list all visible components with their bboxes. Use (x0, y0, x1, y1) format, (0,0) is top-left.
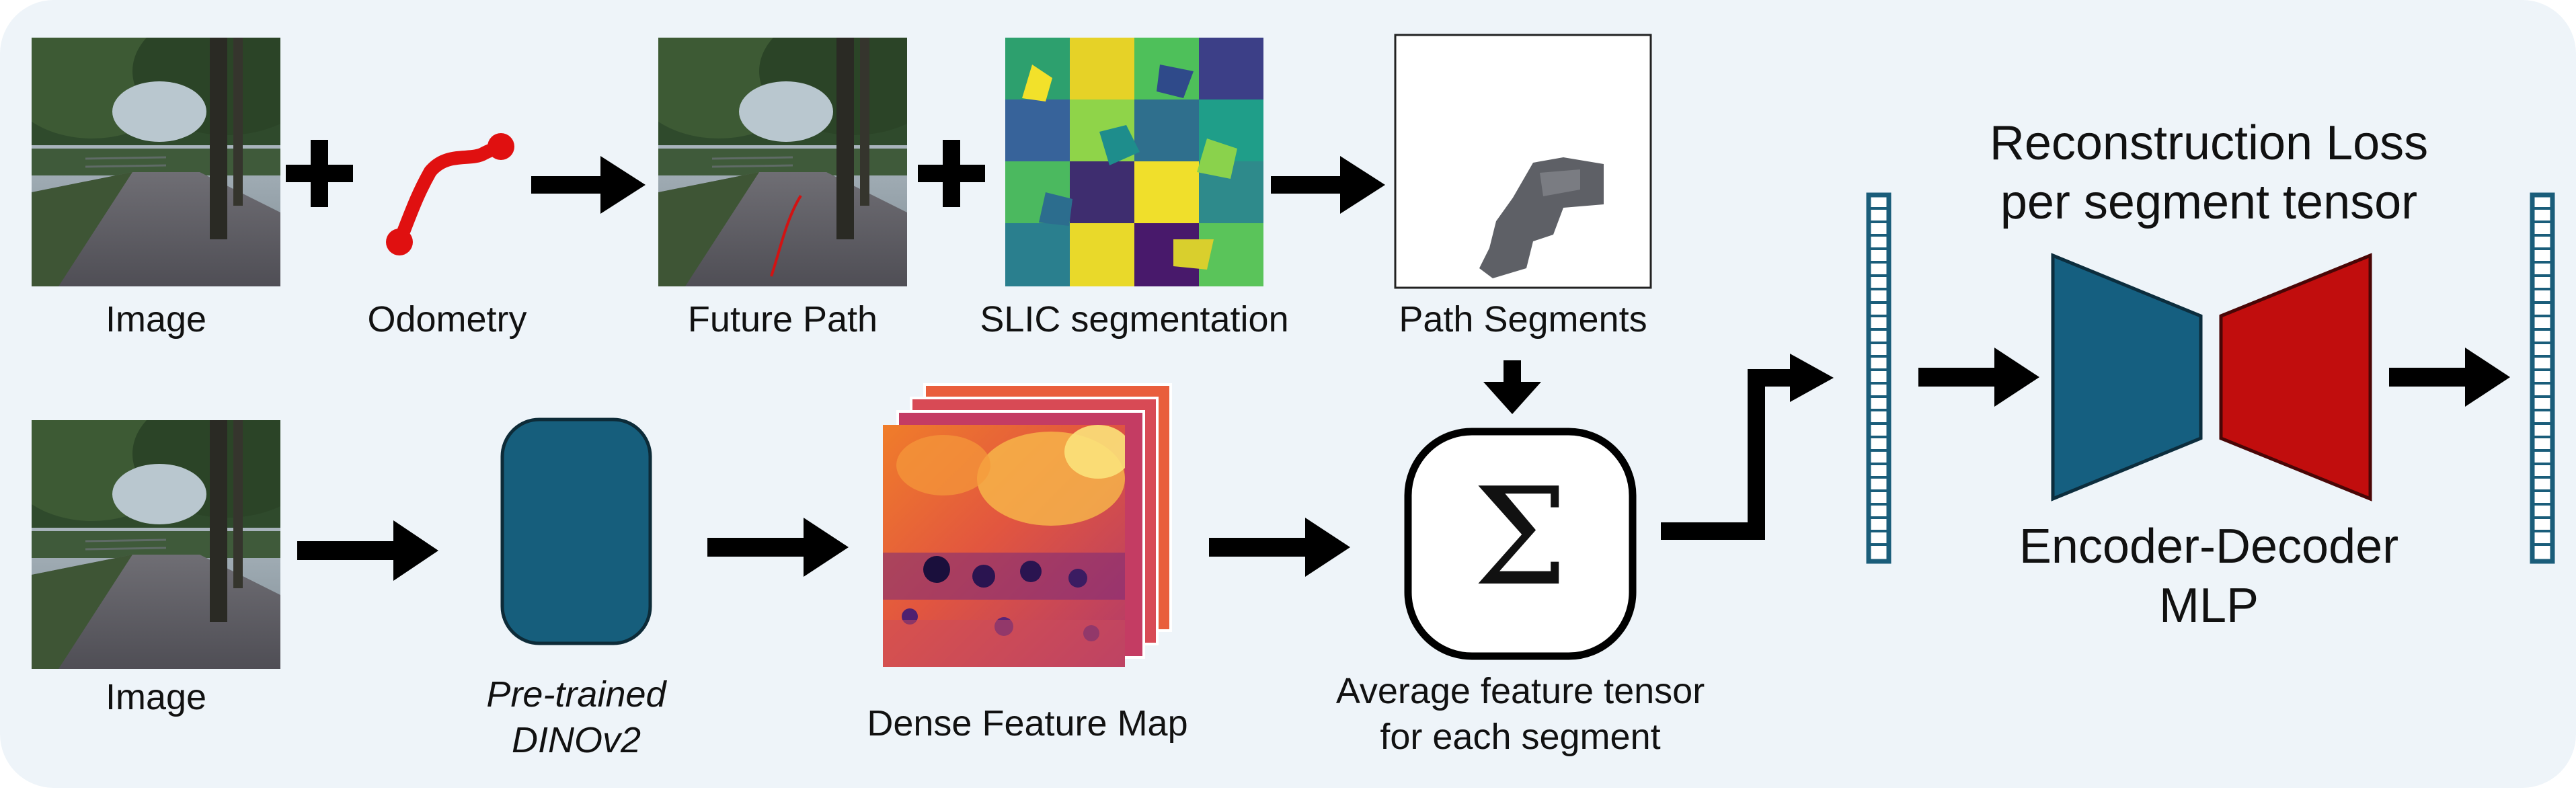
arrow-right-icon (2389, 348, 2510, 407)
label-reconstruction-line2: per segment tensor (2000, 175, 2418, 229)
path-segments-thumbnail (1394, 34, 1652, 289)
future-path-thumbnail (658, 38, 907, 286)
label-encoder-decoder: Encoder-Decoder MLP (1910, 518, 2508, 636)
label-odometry: Odometry (367, 299, 527, 339)
label-path-segments: Path Segments (1399, 299, 1647, 339)
arrow-right-icon (1918, 348, 2039, 407)
summation-box (1404, 428, 1637, 660)
encoder-block (2051, 253, 2203, 502)
plus-icon (286, 140, 353, 207)
arrow-right-icon (1271, 156, 1385, 214)
label-slic: SLIC segmentation (980, 299, 1289, 339)
arrow-right-icon (1209, 518, 1350, 577)
decoder-block (2219, 253, 2372, 502)
plus-icon (918, 140, 985, 207)
label-reconstruction-loss: Reconstruction Loss per segment tensor (1889, 114, 2528, 233)
label-reconstruction-line1: Reconstruction Loss (1989, 116, 2429, 170)
label-encoder-decoder-line2: MLP (2158, 578, 2259, 633)
tensor-vector-icon (1866, 192, 1891, 564)
label-image-top: Image (105, 299, 207, 339)
arrow-right-icon (707, 518, 849, 577)
label-dense-feature-map: Dense Feature Map (867, 703, 1188, 744)
label-average-line1: Average feature tensor (1335, 671, 1705, 711)
dinov2-model-block (500, 417, 652, 645)
tensor-vector-icon (2530, 192, 2555, 564)
arrow-right-icon (531, 156, 646, 214)
label-dinov2-line1: Pre-trained (486, 674, 666, 715)
summation-icon: Σ (1473, 459, 1568, 616)
image-thumbnail-top (32, 38, 280, 286)
dense-feature-map-stack (883, 383, 1172, 667)
slic-segmentation-thumbnail (1005, 38, 1263, 286)
label-dinov2: Pre-trained DINOv2 (442, 672, 711, 763)
arrow-right-icon (297, 520, 438, 581)
arrow-down-icon (1483, 360, 1541, 414)
label-image-bottom: Image (105, 677, 207, 717)
label-average-feature-tensor: Average feature tensor for each segment (1285, 669, 1756, 760)
elbow-arrow-icon (1661, 354, 1834, 540)
label-dinov2-line2: DINOv2 (511, 719, 641, 760)
label-average-line2: for each segment (1380, 716, 1661, 757)
label-future-path: Future Path (687, 299, 878, 339)
label-encoder-decoder-line1: Encoder-Decoder (2019, 520, 2399, 573)
image-thumbnail-bottom (32, 420, 280, 669)
odometry-path-icon (386, 133, 514, 255)
